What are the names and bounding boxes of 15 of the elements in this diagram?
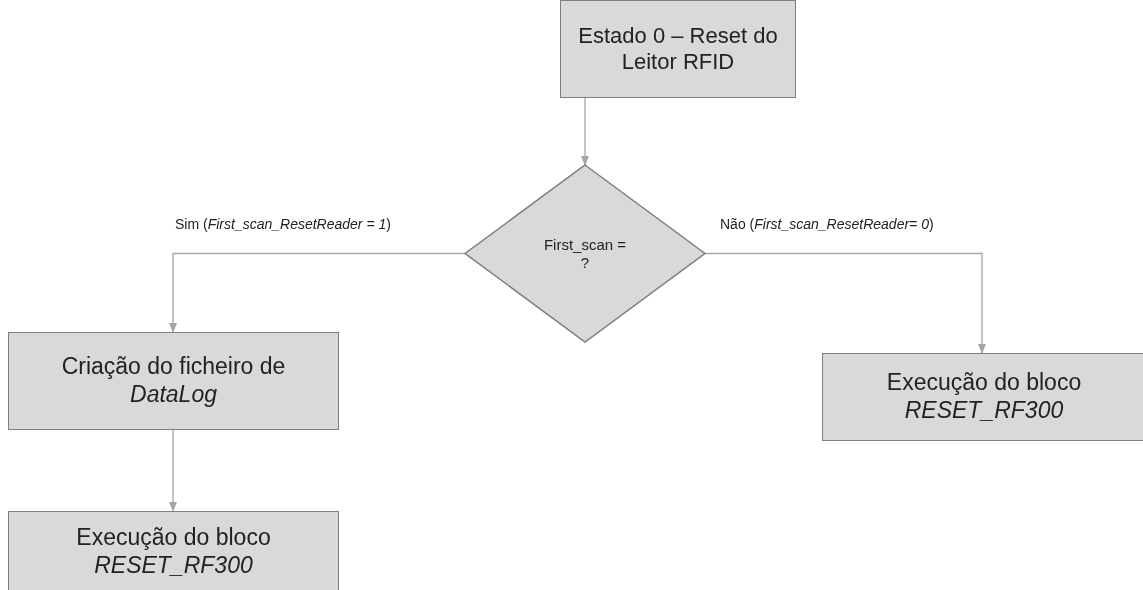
process-box [560,0,796,98]
node-text: Criação do ficheiro de DataLog [60,353,287,409]
arrow [169,252,466,333]
node-text: Estado 0 – Reset do Leitor RFID [577,22,779,76]
node-text: Execução do bloco RESET_RF300 [75,524,272,580]
node-text: Execução do bloco RESET_RF300 [885,369,1083,425]
process-box [8,332,339,430]
arrow [169,429,177,512]
node-text: First_scan = ? [543,235,627,271]
process-box [822,353,1143,441]
arrow [704,252,986,354]
edge-label: Não (First_scan_ResetReader= 0) [720,216,934,232]
arrow [581,97,589,166]
process-box [8,511,339,590]
edge-label: Sim (First_scan_ResetReader = 1) [175,216,391,232]
